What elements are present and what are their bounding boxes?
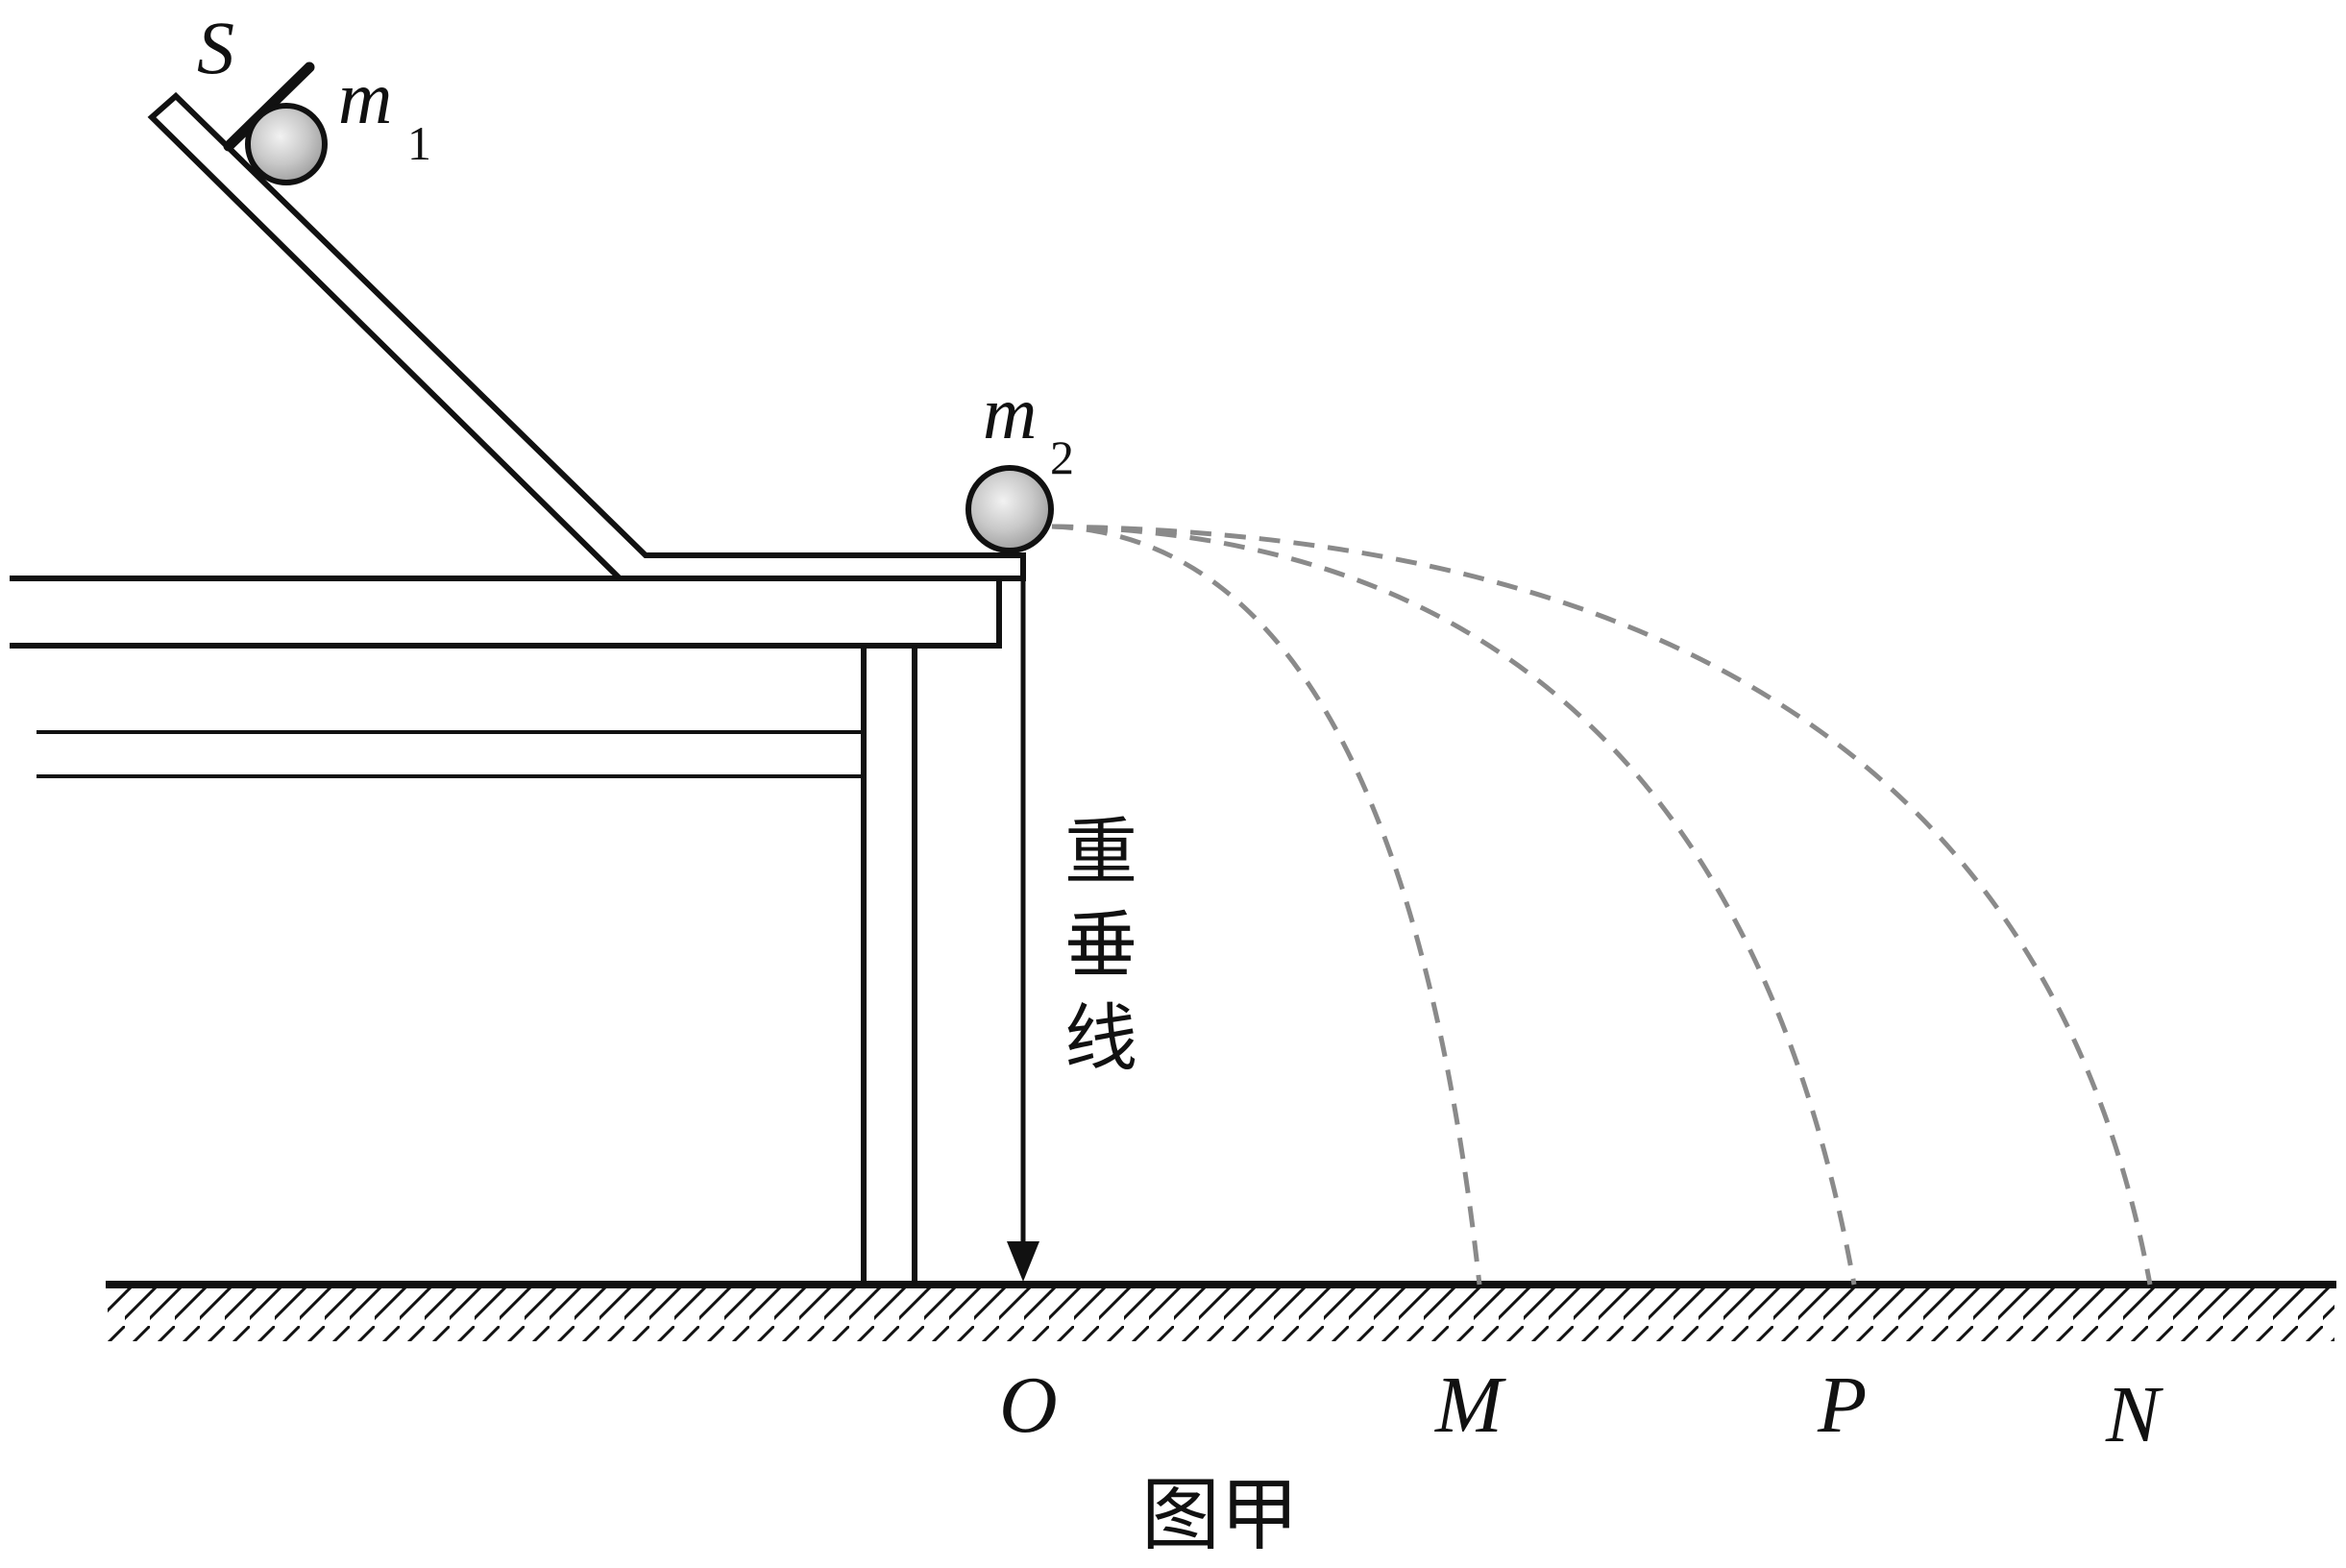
ball-icon [965,465,1054,553]
point-m-label: M [1434,1360,1506,1450]
plumb-line [1007,557,1039,1282]
plumb-arrow-icon [1007,1241,1039,1282]
ground [106,1281,2336,1341]
trajectory-to-n [1051,524,2153,1286]
ball-1-subscript: 1 [407,116,431,170]
switch-label: S [197,6,234,89]
point-n-label: N [2105,1370,2163,1459]
ball-2-subscript: 2 [1050,430,1074,484]
ball-1-label: m [338,56,392,139]
plumb-line-label-char-2: 垂 [1064,902,1137,988]
point-o-label: O [999,1360,1058,1450]
table-leg [861,643,917,1287]
plumb-line-label-char-3: 线 [1064,995,1137,1081]
ball-2-label: m [983,371,1037,454]
trajectory-to-m [1051,524,1482,1286]
ball-icon [245,103,328,185]
trajectory-to-p [1051,524,1857,1286]
plumb-line-label-char-1: 重 [1064,809,1137,894]
figure-caption: 图甲 [1141,1470,1299,1561]
point-p-label: P [1817,1360,1867,1450]
table-top [10,576,1002,649]
ground-hatch-icon [108,1286,2334,1341]
trajectories [1051,524,2153,1286]
table [10,576,1002,1287]
